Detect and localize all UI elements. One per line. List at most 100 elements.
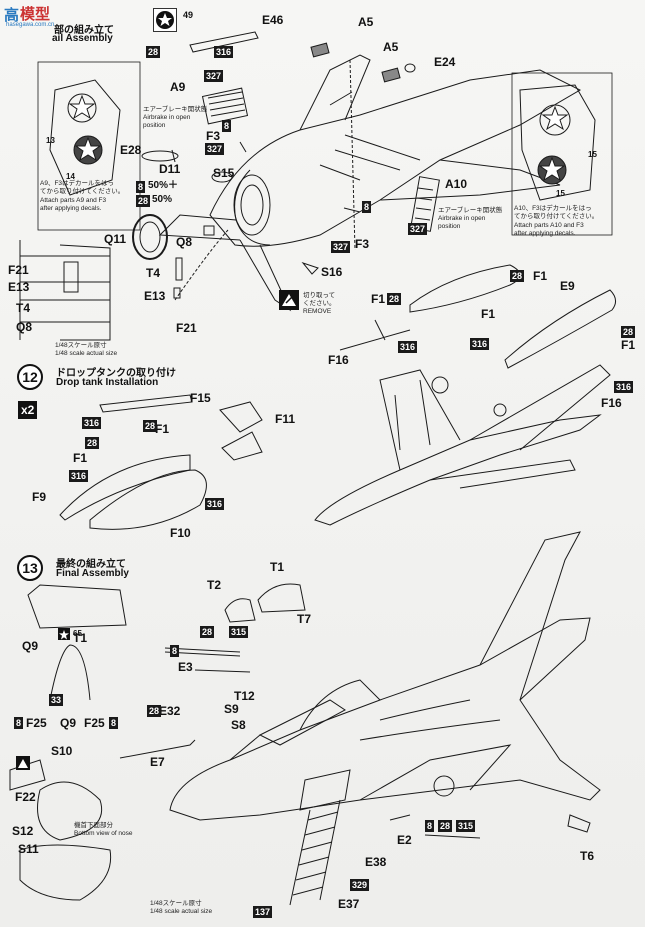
right-inset-en2: after applying decals.	[514, 230, 576, 237]
paint-327-a: 327	[204, 70, 224, 82]
paint-28-s12d: 28	[387, 293, 402, 305]
part-F1-e: F1	[481, 307, 496, 321]
paint-28-s12c: 28	[510, 270, 525, 282]
decal-15-b: 15	[556, 189, 565, 198]
part-E37: E37	[338, 897, 360, 911]
paint-327-d: 327	[331, 241, 351, 253]
step12-title-jp: ドロップタンクの取り付け	[56, 368, 176, 379]
paint-327-b: 327	[205, 143, 225, 155]
detail-left-art	[19, 240, 111, 341]
part-F15: F15	[190, 391, 211, 405]
paint-8-b: 8	[362, 201, 372, 213]
decal-14: 14	[66, 172, 75, 181]
paint-28-s13c: 28	[438, 820, 453, 832]
detail-F21: F21	[8, 263, 29, 277]
part-F9: F9	[32, 490, 47, 504]
part-T7: T7	[297, 612, 312, 626]
step11-title-en: ail Assembly	[52, 33, 113, 44]
step12-number: 12	[17, 364, 43, 390]
decal-49-label: 49	[183, 10, 194, 20]
tail-fuselage-drawing	[158, 54, 582, 312]
part-F10: F10	[170, 526, 191, 540]
part-F1-c: F1	[533, 269, 548, 283]
paint-8-s13d: 8	[425, 820, 435, 832]
part-F1-d: F1	[371, 292, 386, 306]
watermark-site: 模型	[20, 6, 51, 23]
part-D11: D11	[159, 162, 181, 176]
decal-65: 65	[73, 629, 82, 638]
paint-28-s13a: 28	[200, 626, 215, 638]
scale-note-en: 1/48 scale actual size	[150, 908, 213, 915]
watermark-url: hasegawa.com.cn	[6, 22, 55, 28]
part-E3: E3	[178, 660, 193, 674]
paint-28-s12e: 28	[621, 326, 636, 338]
part-E9: E9	[560, 279, 575, 293]
underside-aircraft-drawing	[314, 364, 611, 526]
part-F1-b: F1	[73, 451, 88, 465]
detail-T4: T4	[16, 301, 31, 315]
part-F16-a: F16	[328, 353, 349, 367]
paint-8-s13c: 8	[109, 717, 119, 729]
paint-mix-8: 8	[136, 181, 146, 193]
part-E46: E46	[262, 13, 284, 27]
part-S10: S10	[51, 744, 73, 758]
part-S15: S15	[213, 166, 235, 180]
paint-316-s12a: 316	[82, 417, 102, 429]
scale-note-jp: 1/48スケール原寸	[150, 900, 202, 907]
part-S11: S11	[18, 842, 39, 856]
main-aircraft-drawing	[169, 531, 601, 821]
drop-tank-drawings	[59, 264, 616, 530]
right-inset-jp1: A10、F3はデカールをはっ	[514, 205, 592, 212]
paint-316-header: 316	[214, 46, 234, 58]
paint-315-s13a: 315	[229, 626, 249, 638]
watermark-logo: 高	[4, 7, 20, 24]
paint-8-a: 8	[222, 120, 232, 132]
paint-8-s13a: 8	[170, 645, 180, 657]
remove-icon	[279, 290, 299, 310]
part-T6: T6	[580, 849, 595, 863]
airbrake-right-note-en2: position	[438, 223, 461, 230]
part-T12: T12	[234, 689, 255, 703]
left-inset-jp1: A9、F3はデカールをはっ	[40, 180, 115, 187]
paint-327-c: 327	[408, 223, 428, 235]
part-E13: E13	[144, 289, 166, 303]
part-E2: E2	[397, 833, 412, 847]
airbrake-left-note-jp: エアーブレーキ開状態	[143, 106, 208, 113]
part-F25-a: F25	[26, 716, 47, 730]
airbrake-left-note-en2: position	[143, 122, 166, 129]
part-E38: E38	[365, 855, 387, 869]
decal-13: 13	[46, 136, 55, 145]
paint-28-s13b: 28	[147, 705, 162, 717]
part-A5-upper: A5	[358, 15, 374, 29]
part-Q9-a: Q9	[22, 639, 39, 653]
paint-316-s12d: 316	[398, 341, 418, 353]
part-S9: S9	[224, 702, 239, 716]
part-F16-b: F16	[601, 396, 622, 410]
star-decal-small-icon	[58, 628, 70, 640]
paint-329: 329	[350, 879, 370, 891]
canopy-parts	[9, 583, 591, 901]
remove-note-jp2: ください。	[303, 300, 336, 307]
paint-28-header: 28	[146, 46, 161, 58]
part-E32: E32	[159, 704, 181, 718]
paint-mix-8-ratio: 50%＋	[148, 180, 179, 191]
decal-15-a: 15	[588, 150, 597, 159]
left-inset-en2: after applying decals.	[40, 205, 102, 212]
part-F1-f: F1	[621, 338, 636, 352]
paint-28-s12a: 28	[143, 420, 158, 432]
airbrake-parts	[201, 87, 440, 232]
part-Q8: Q8	[176, 235, 193, 249]
quantity-x2: x2	[18, 401, 38, 419]
part-E28: E28	[120, 143, 142, 157]
step12-title-en: Drop tank Installation	[56, 377, 159, 388]
part-Q11: Q11	[104, 232, 127, 246]
boarding-ladder	[289, 769, 351, 906]
airbrake-right-note-en1: Airbrake in open	[438, 215, 486, 222]
part-F3-lower: F3	[355, 237, 370, 251]
part-S8: S8	[231, 718, 246, 732]
part-E24: E24	[434, 55, 456, 69]
paint-137: 137	[253, 906, 273, 918]
part-F11: F11	[275, 412, 296, 426]
paint-316-s12f: 316	[614, 381, 634, 393]
